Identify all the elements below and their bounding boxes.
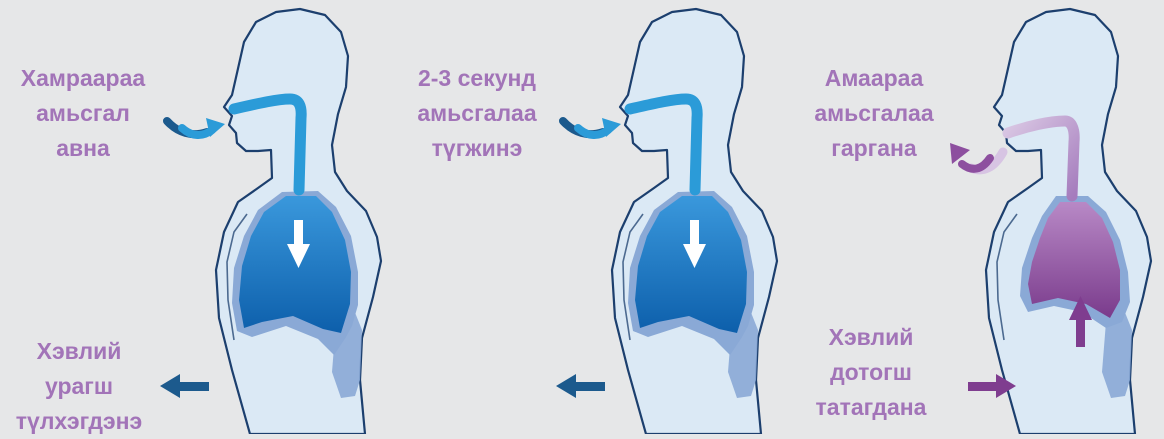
panel-3-top-label-line-2: амьсгалаа — [779, 96, 969, 131]
panel-1-bottom-label-line-2: урагш — [0, 369, 174, 404]
panel-1-top-label-line-2: амьсгал — [0, 96, 178, 131]
panel-3-top-label: Амаараа амьсгалаа гаргана — [779, 61, 969, 166]
panel-3-top-label-line-3: гаргана — [779, 131, 969, 166]
panel-3-bottom-label-line-1: Хэвлий — [776, 320, 966, 355]
panel-3-bottom-label-line-3: татагдана — [776, 390, 966, 425]
panel-3-bottom-label: Хэвлий дотогш татагдана — [776, 320, 966, 425]
panel-1-top-label: Хамраараа амьсгал авна — [0, 61, 178, 166]
panel-1-bottom-label-line-1: Хэвлий — [0, 334, 174, 369]
panel-3-person — [986, 9, 1151, 434]
panel-3-top-label-line-1: Амаараа — [779, 61, 969, 96]
panel-2-top-label-line-3: түгжинэ — [382, 131, 572, 166]
panel-3-bottom-label-line-2: дотогш — [776, 355, 966, 390]
panel-2-top-label-line-1: 2-3 секунд — [382, 61, 572, 96]
panel-1-top-label-line-3: авна — [0, 131, 178, 166]
panel-2-top-label: 2-3 секунд амьсгалаа түгжинэ — [382, 61, 572, 166]
panel-1-top-label-line-1: Хамраараа — [0, 61, 178, 96]
panel-2-person — [556, 9, 777, 434]
panel-1-bottom-label: Хэвлий урагш түлхэгдэнэ — [0, 334, 174, 439]
panel-2-top-label-line-2: амьсгалаа — [382, 96, 572, 131]
